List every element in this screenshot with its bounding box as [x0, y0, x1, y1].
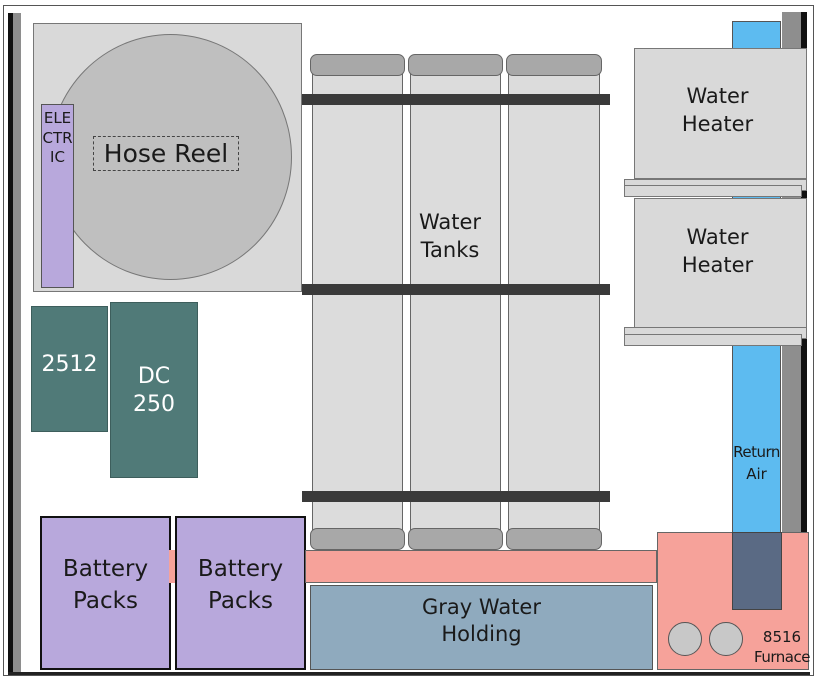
hose-reel-circle: [49, 34, 292, 280]
battery-pack-1-label-line1: Battery: [62, 556, 149, 582]
battery-pack-1: Battery Packs: [40, 516, 171, 670]
water-heater-2-label-line2: Heater: [681, 253, 754, 277]
tank-strap-top: [302, 94, 610, 105]
unit-dc250-label-line1: DC: [137, 364, 171, 389]
water-tank-1-bottom-cap: [310, 528, 405, 550]
water-tanks-label-line1: Water: [418, 210, 482, 234]
electric-label: ELECTRIC: [42, 109, 73, 167]
furnace-return-air-inlet: [732, 532, 782, 610]
water-tank-1: [312, 58, 403, 548]
gray-water-label-line1: Gray Water: [422, 595, 541, 619]
unit-dc250: DC 250: [110, 302, 198, 478]
floor-line: [8, 672, 810, 675]
battery-pack-2-label-line2: Packs: [208, 588, 273, 614]
unit-2512-label: 2512: [41, 352, 98, 377]
water-heater-1: Water Heater: [634, 48, 807, 179]
pink-connector: [169, 550, 175, 583]
furnace-port-2: [709, 622, 743, 656]
water-tank-3-top-cap: [506, 54, 602, 76]
water-tank-2-bottom-cap: [408, 528, 503, 550]
water-heater-2-shelf-bottom: [624, 334, 802, 346]
water-tank-1-top-cap: [310, 54, 405, 76]
water-heater-1-label-line1: Water: [686, 84, 749, 108]
gray-water-label-line2: Holding: [441, 622, 522, 646]
tank-strap-bottom: [302, 491, 610, 502]
battery-pack-2-label-line1: Battery: [197, 556, 284, 582]
water-heater-2: Water Heater: [634, 198, 807, 329]
water-heater-1-label-line2: Heater: [681, 112, 754, 136]
return-air-label-line2: Air: [746, 465, 767, 483]
furnace-label-line1: 8516: [762, 628, 802, 646]
hose-reel-label: Hose Reel: [93, 136, 239, 171]
water-tank-3-bottom-cap: [506, 528, 602, 550]
water-heater-1-shelf-bottom: [624, 185, 802, 197]
electric-panel: [41, 104, 74, 288]
furnace-port-1: [668, 622, 702, 656]
battery-pack-1-label-line2: Packs: [73, 588, 138, 614]
battery-pack-2: Battery Packs: [175, 516, 306, 670]
water-heater-2-label-line1: Water: [686, 225, 749, 249]
water-tank-2-top-cap: [408, 54, 503, 76]
water-tank-3: [508, 58, 600, 548]
gray-water-holding-tank: Gray Water Holding: [310, 585, 653, 670]
left-wall: [8, 13, 21, 675]
unit-dc250-label-line2: 250: [133, 392, 175, 417]
water-tanks-label-line2: Tanks: [420, 238, 480, 262]
return-air-label-line1: Return: [733, 443, 780, 461]
unit-2512: 2512: [31, 306, 108, 432]
diagram-frame: [3, 5, 814, 676]
pink-pipe-bar: [305, 550, 657, 583]
furnace-label-line2: Furnace: [754, 648, 810, 666]
tank-strap-middle: [302, 284, 610, 295]
water-tank-2: [410, 58, 501, 548]
